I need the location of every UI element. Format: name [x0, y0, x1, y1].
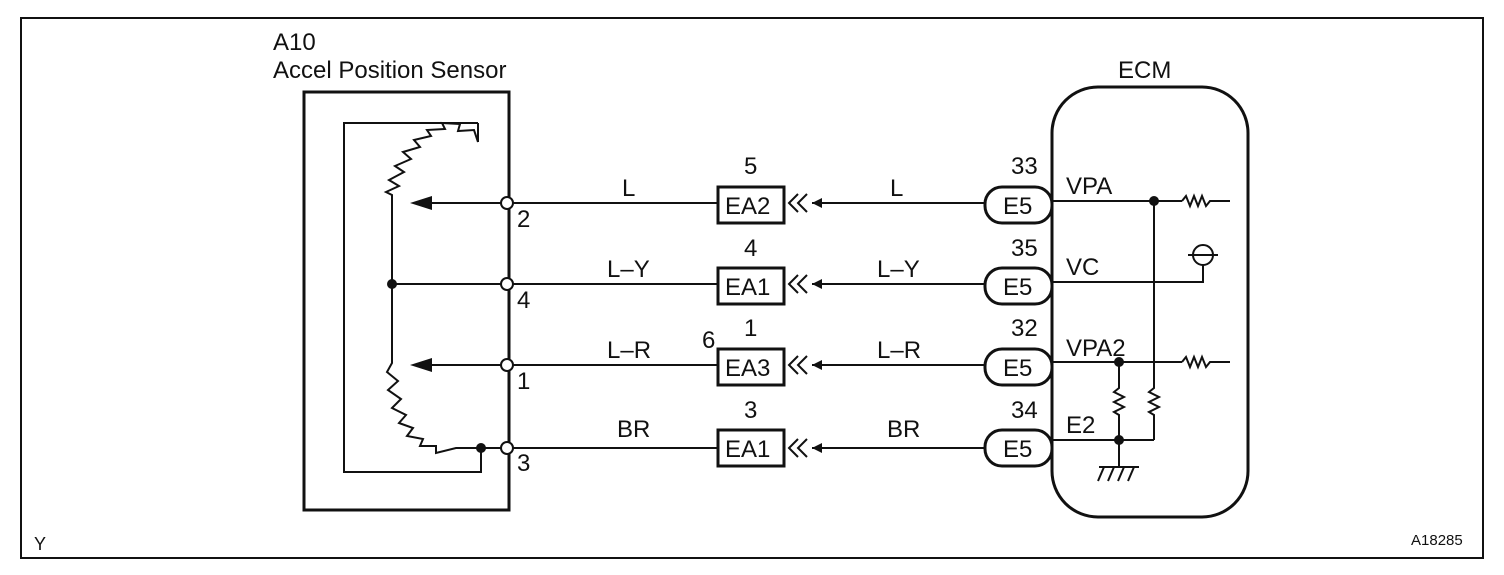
wire-color-label: L–R: [607, 337, 651, 364]
sensor-pin-circle: [500, 441, 514, 455]
wire-color-label: L–Y: [877, 256, 920, 283]
svg-text:1: 1: [744, 315, 757, 342]
wire-color-label: L: [622, 175, 635, 202]
svg-text:EA1: EA1: [725, 274, 770, 301]
ecm-resistor-icon: [1181, 354, 1230, 370]
ecm-connector: E5 35: [983, 235, 1054, 306]
svg-text:35: 35: [1011, 235, 1038, 262]
wire-color-label: BR: [887, 416, 920, 443]
svg-text:EA2: EA2: [725, 193, 770, 220]
svg-text:5: 5: [744, 153, 757, 180]
wire-color-label: L–R: [877, 337, 921, 364]
ecm-connector: E5 32: [983, 315, 1054, 387]
corner-label-left: Y: [34, 534, 46, 554]
sensor-pin-circle: [500, 196, 514, 210]
sensor-pin-label: 4: [517, 287, 530, 314]
sensor-pin-label: 2: [517, 206, 530, 233]
svg-text:E5: E5: [1003, 436, 1032, 463]
ecm-internal-line: [1052, 265, 1204, 283]
junction-connector: EA1 4: [716, 235, 822, 306]
ecm-vertical-resistor: [1111, 362, 1127, 440]
wire-color-label: L–Y: [607, 256, 650, 283]
wiper-lower-arrow: [410, 358, 432, 372]
junction-connector: EA3 1 6: [702, 315, 822, 387]
svg-text:33: 33: [1011, 153, 1038, 180]
sensor-pin-circle: [500, 277, 514, 291]
sensor-name: Accel Position Sensor: [273, 57, 506, 84]
ecm-signal-label: VPA: [1066, 173, 1112, 200]
junction-connector: EA1 3: [716, 397, 822, 468]
ecm-constant-voltage-icon: [1188, 244, 1218, 266]
svg-text:E5: E5: [1003, 274, 1032, 301]
sensor-pin-label: 1: [517, 368, 530, 395]
sensor-pin-circle: [500, 358, 514, 372]
lower-resistor: [385, 356, 481, 455]
wire-color-label: L: [890, 175, 903, 202]
svg-text:6: 6: [702, 327, 715, 354]
ecm-signal-label: VPA2: [1066, 335, 1126, 362]
pin3-inner-dot: [476, 443, 486, 453]
ecm-outer-box: [1050, 85, 1250, 519]
ecm-signal-label: E2: [1066, 412, 1095, 439]
sensor-code: A10: [273, 29, 316, 56]
sensor-outer-box: [302, 90, 511, 512]
corner-label-right: A18285: [1411, 532, 1463, 549]
svg-text:34: 34: [1011, 397, 1038, 424]
ecm-connector: E5 33: [983, 153, 1054, 225]
svg-text:EA3: EA3: [725, 355, 770, 382]
wire-color-label: BR: [617, 416, 650, 443]
ecm-vertical-resistor: [1146, 201, 1162, 440]
ecm-connector: E5 34: [983, 397, 1054, 468]
sensor-pin-label: 3: [517, 450, 530, 477]
ecm-resistor-icon: [1181, 193, 1230, 209]
svg-text:4: 4: [744, 235, 757, 262]
upper-resistor: [383, 121, 479, 210]
diagram-frame: [20, 17, 1484, 559]
ground-icon: [1097, 440, 1139, 482]
svg-text:32: 32: [1011, 315, 1038, 342]
junction-connector: EA2 5: [716, 153, 822, 225]
svg-text:EA1: EA1: [725, 436, 770, 463]
sensor-inner-frame: [343, 122, 482, 473]
svg-text:E5: E5: [1003, 355, 1032, 382]
svg-text:E5: E5: [1003, 193, 1032, 220]
wiper-upper-arrow: [410, 196, 432, 210]
ecm-signal-label: VC: [1066, 254, 1099, 281]
ecm-title: ECM: [1118, 57, 1171, 84]
svg-text:3: 3: [744, 397, 757, 424]
